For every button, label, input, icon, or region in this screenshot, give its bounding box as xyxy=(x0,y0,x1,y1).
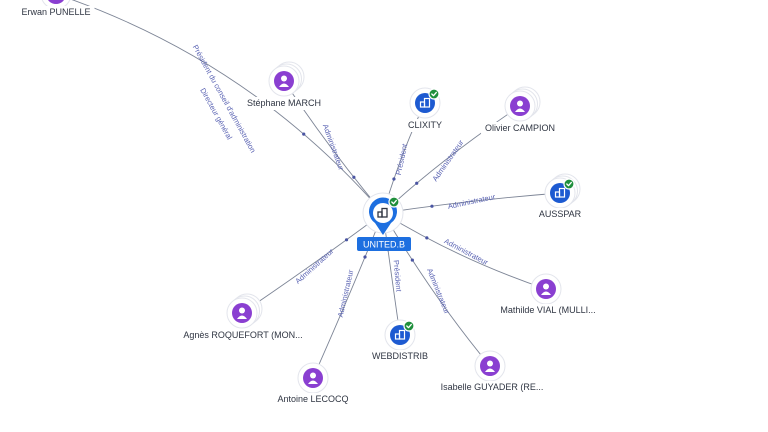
edges-layer: Président du conseil d'administrationDir… xyxy=(71,0,561,379)
center-label: UNITED.B xyxy=(363,240,405,250)
person-body xyxy=(515,108,525,112)
person-head xyxy=(281,75,287,82)
edge-label: Président xyxy=(392,260,404,293)
edge-arrow xyxy=(363,255,367,259)
node-antoine[interactable]: Antoine LECOCQ xyxy=(273,362,353,406)
edge-line xyxy=(71,0,384,214)
edge-label: Administrateur xyxy=(321,123,346,172)
node-label-bg xyxy=(534,208,586,221)
node-label-bg xyxy=(403,119,447,132)
node-label: Antoine LECOCQ xyxy=(277,394,348,404)
node-erwan[interactable]: Erwan PUNELLE xyxy=(17,0,95,19)
center-label-bg xyxy=(357,237,411,251)
edge-label: Administrateur xyxy=(447,192,497,211)
nodes-layer: Erwan PUNELLE Stéphane MARCH CLIXITY Olivie… xyxy=(17,0,600,406)
building-right xyxy=(423,97,431,108)
edge-arrow xyxy=(415,181,419,185)
node-label: Agnès ROQUEFORT (MON... xyxy=(183,330,302,340)
edge-label: Administrateur xyxy=(425,267,452,316)
check-badge-icon xyxy=(388,196,400,208)
edge-label: Administrateur xyxy=(443,236,490,267)
node-webdistrib[interactable]: WEBDISTRIB xyxy=(367,319,433,363)
building-icon-part xyxy=(381,207,388,218)
edge-agnes: Administrateur xyxy=(241,212,384,314)
edge-label: Président xyxy=(394,142,410,176)
node-label: WEBDISTRIB xyxy=(372,351,428,361)
person-head xyxy=(517,100,523,107)
node-label-bg xyxy=(179,329,307,342)
edge-line xyxy=(382,212,547,290)
node-label-bg xyxy=(436,381,548,394)
edge-arrow xyxy=(430,204,434,208)
check-mark xyxy=(406,323,412,329)
edge-ausspar: Administrateur xyxy=(382,192,561,214)
node-label-bg xyxy=(273,393,353,406)
building-right xyxy=(558,187,566,198)
person-body xyxy=(485,368,495,372)
node-label: Mathilde VIAL (MULLI... xyxy=(500,305,595,315)
node-label: Erwan PUNELLE xyxy=(21,7,90,17)
center-inner xyxy=(373,203,393,223)
edge-line xyxy=(382,212,491,367)
check-badge-icon xyxy=(428,88,440,100)
node-label: AUSSPAR xyxy=(539,209,582,219)
node-mathilde[interactable]: Mathilde VIAL (MULLI... xyxy=(496,273,600,317)
node-label-bg xyxy=(480,122,560,135)
node-agnes[interactable]: Agnès ROQUEFORT (MON... xyxy=(179,293,307,342)
edge-arrow xyxy=(425,236,429,240)
node-label: Stéphane MARCH xyxy=(247,98,321,108)
person-head xyxy=(239,307,245,314)
edge-arrow xyxy=(392,177,396,181)
person-head xyxy=(310,372,316,379)
check-mark xyxy=(431,91,437,97)
node-label-bg xyxy=(242,97,326,110)
building-right xyxy=(398,329,406,340)
person-head xyxy=(543,283,549,290)
edge-arrow xyxy=(352,175,356,179)
node-olivier[interactable]: Olivier CAMPION xyxy=(480,86,560,135)
person-body xyxy=(279,83,289,87)
node-stephane[interactable]: Stéphane MARCH xyxy=(242,61,326,110)
edge-label: Administrateur xyxy=(293,246,335,285)
person-head xyxy=(487,360,493,367)
person-icon xyxy=(48,0,64,4)
check-badge-icon xyxy=(563,178,575,190)
node-label: CLIXITY xyxy=(408,120,442,130)
edge-label: Administrateur xyxy=(430,138,465,183)
check-mark xyxy=(391,199,397,205)
center-node[interactable]: UNITED.B xyxy=(357,192,411,251)
node-clixity[interactable]: CLIXITY xyxy=(403,87,447,132)
node-ausspar[interactable]: AUSSPAR xyxy=(534,173,586,221)
edge-arrow xyxy=(344,238,349,242)
person-body xyxy=(237,315,247,319)
person-body xyxy=(308,380,318,384)
node-label: Isabelle GUYADER (RE... xyxy=(441,382,544,392)
node-label-bg xyxy=(367,350,433,363)
edge-arrow xyxy=(410,258,414,262)
node-label-bg xyxy=(17,6,95,19)
node-isabelle[interactable]: Isabelle GUYADER (RE... xyxy=(436,350,548,394)
node-label-bg xyxy=(496,304,600,317)
person-body xyxy=(541,291,551,295)
check-badge-icon xyxy=(403,320,415,332)
edge-arrow xyxy=(302,132,306,136)
edge-line xyxy=(382,192,561,214)
edge-erwan: Président du conseil d'administrationDir… xyxy=(71,0,384,214)
check-mark xyxy=(566,181,572,187)
edge-label: Administrateur xyxy=(336,268,356,318)
node-label: Olivier CAMPION xyxy=(485,123,555,133)
